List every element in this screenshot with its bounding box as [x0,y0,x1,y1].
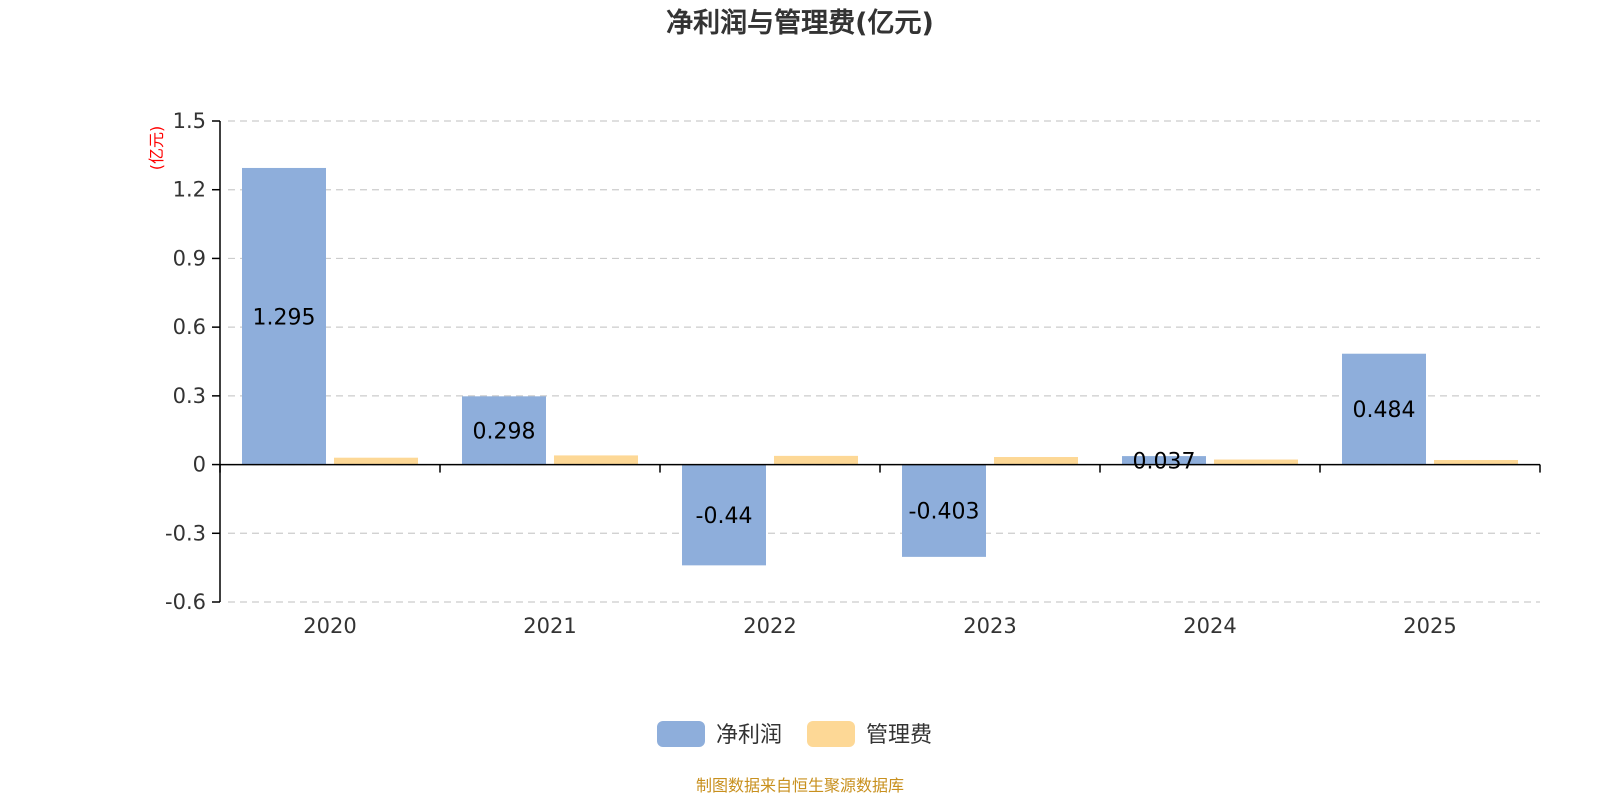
data-labels: 1.295 0.298 -0.44 -0.403 0.037 0.484 [253,305,1416,529]
data-label: -0.44 [696,504,753,529]
net-profit-bar[interactable] [462,396,546,465]
y-axis-unit-label: (亿元) [147,126,166,171]
y-tick-label: 0 [193,453,206,477]
y-tick-label: -0.3 [165,521,206,545]
admin-expense-bar[interactable] [1214,459,1298,465]
x-tick-label: 2023 [963,614,1016,638]
legend-item[interactable]: 净利润 [657,721,782,748]
x-tick-label: 2022 [743,614,796,638]
axes: 1.5 1.2 0.9 0.6 0.3 0 -0.3 -0.6 2020 2021 2022 2023… [165,109,1541,638]
y-tick-label: 0.6 [173,315,206,339]
bars [242,167,1518,566]
source-note: 制图数据来自恒生聚源数据库 [696,776,904,795]
admin-expense-bar[interactable] [334,457,418,465]
y-tick-label: 0.9 [173,246,206,270]
net-profit-bar[interactable] [1122,456,1206,465]
data-label: 0.298 [473,419,536,444]
legend-label: 管理费 [866,723,932,748]
x-tick-label: 2021 [523,614,576,638]
admin-expense-bar[interactable] [1434,459,1518,465]
net-profit-bar[interactable] [242,167,326,465]
legend-swatch [807,721,855,747]
y-tick-label: 1.5 [173,109,206,133]
y-tick-label: 1.2 [173,178,206,202]
legend-swatch [657,721,705,747]
legend[interactable]: 净利润 管理费 [657,721,932,748]
net-profit-bar[interactable] [1342,353,1426,465]
y-tick-label: 0.3 [173,384,206,408]
net-profit-bar[interactable] [682,464,766,566]
admin-expense-bar[interactable] [554,455,638,465]
data-label: 1.295 [253,305,316,330]
y-tick-label: -0.6 [165,590,206,614]
admin-expense-bar[interactable] [774,455,858,465]
x-tick-label: 2024 [1183,614,1236,638]
x-tick-label: 2020 [303,614,356,638]
data-label: 0.484 [1353,398,1416,423]
data-label: 0.037 [1133,449,1196,474]
x-tick-label: 2025 [1403,614,1456,638]
net-profit-bar[interactable] [902,464,986,557]
legend-label: 净利润 [716,723,782,748]
chart-title: 净利润与管理费(亿元) [666,7,934,39]
admin-expense-bar[interactable] [994,457,1078,465]
data-label: -0.403 [909,500,980,525]
legend-item[interactable]: 管理费 [807,721,932,748]
